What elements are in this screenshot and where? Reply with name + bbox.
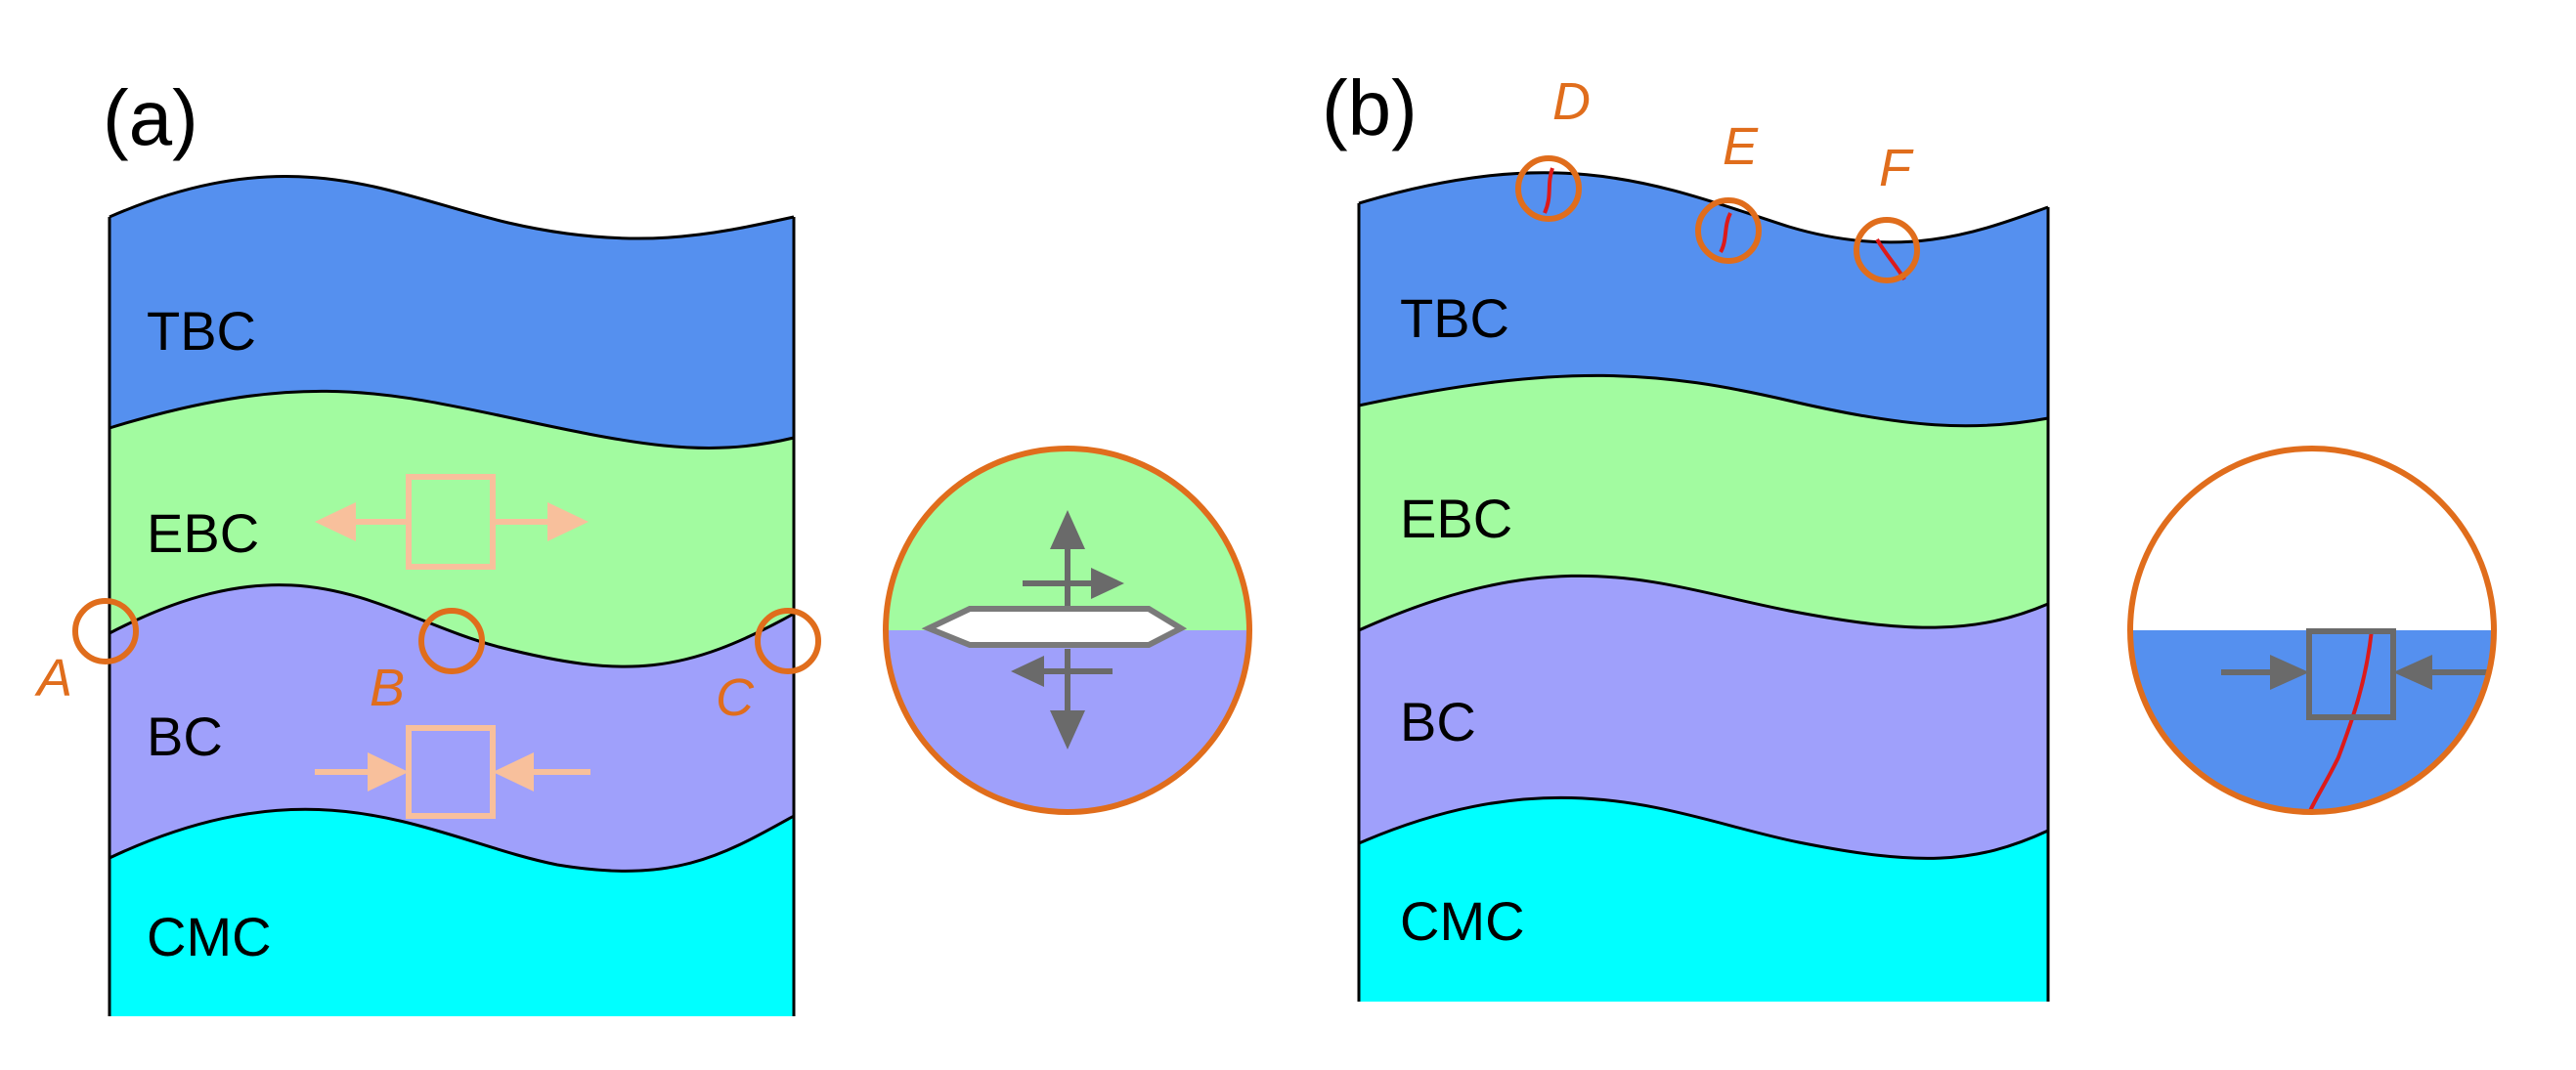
panel-a-cmc-label: CMC <box>147 906 272 967</box>
panel-a-bc-cmc-boundary <box>109 807 795 873</box>
panel-b-tbc-layer <box>1359 172 2048 426</box>
marker-circle-a <box>72 598 139 664</box>
crack-through-element <box>2307 629 2374 814</box>
panel-a-ebc-layer <box>109 391 794 667</box>
marker-circle-b <box>418 608 485 674</box>
magnifier-outline-b <box>2127 446 2497 815</box>
magnified-view-b <box>2127 446 2497 815</box>
panel-b-bc-label: BC <box>1400 691 1476 752</box>
panel-b-ebc-bc-boundary <box>1358 574 2049 632</box>
point-label-c: C <box>716 668 755 727</box>
panel-a-tbc-label: TBC <box>147 300 256 362</box>
surface-crack-d <box>1543 167 1554 214</box>
point-label-b: B <box>370 659 405 717</box>
point-label-e: E <box>1723 117 1759 176</box>
marker-circle-f <box>1854 217 1920 283</box>
magnifier-outline-a <box>883 446 1252 815</box>
panel-a-tbc-ebc-boundary <box>109 389 795 449</box>
panel-b-bc-cmc-boundary <box>1358 795 2049 860</box>
compression-arrows-magnified <box>2221 628 2487 720</box>
marker-circle-c <box>755 608 821 674</box>
tension-stress-icon <box>315 474 589 570</box>
point-label-f: F <box>1879 139 1914 197</box>
panel-b: (b) TBC EBC BC CMC D E F <box>1322 64 2497 1002</box>
marker-circle-d <box>1515 155 1582 222</box>
surface-crack-e <box>1719 212 1732 254</box>
panel-b-tbc-top-boundary <box>1358 171 2049 244</box>
compression-stress-icon <box>315 725 590 819</box>
magnified-view-a <box>883 446 1252 815</box>
panel-b-cmc-layer <box>1359 797 2048 1002</box>
panel-a-cmc-layer <box>109 809 794 1016</box>
point-label-d: D <box>1552 72 1591 131</box>
panel-b-tbc-label: TBC <box>1400 287 1509 349</box>
panel-a: (a) TBC EBC BC CMC <box>34 74 1252 1016</box>
panel-a-bc-label: BC <box>147 706 223 767</box>
panel-b-tbc-ebc-boundary <box>1358 373 2049 428</box>
panel-b-cmc-label: CMC <box>1400 890 1525 952</box>
stress-arrows-upper <box>1023 510 1124 606</box>
panel-a-ebc-label: EBC <box>147 502 259 564</box>
panel-b-label: (b) <box>1322 64 1418 151</box>
panel-a-label: (a) <box>103 74 198 161</box>
panel-b-bc-layer <box>1359 576 2048 859</box>
interface-void <box>921 606 1188 648</box>
stress-arrows-lower <box>1011 649 1113 749</box>
panel-b-ebc-label: EBC <box>1400 488 1512 549</box>
panel-a-tbc-layer <box>109 176 794 449</box>
panel-b-ebc-layer <box>1359 375 2048 630</box>
marker-circle-e <box>1695 197 1762 264</box>
panel-a-tbc-top-boundary <box>109 175 795 240</box>
point-label-a: A <box>34 649 72 707</box>
